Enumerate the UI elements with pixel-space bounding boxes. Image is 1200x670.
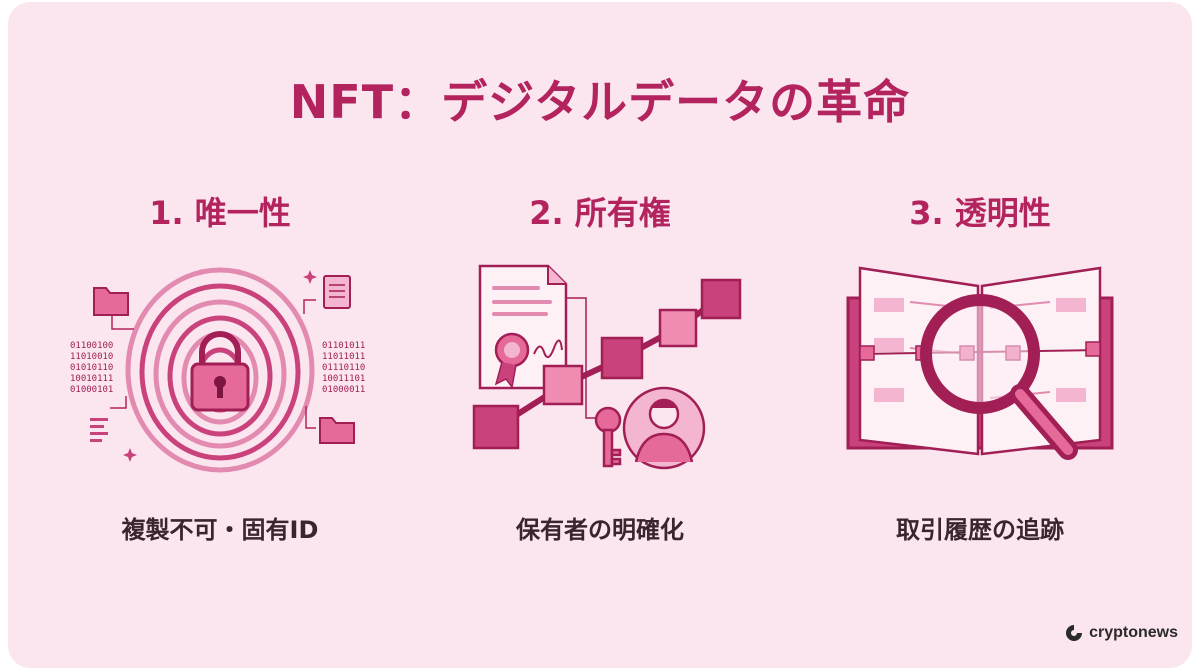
column-caption: 取引履歴の追跡 [896, 516, 1064, 544]
column-caption: 複製不可・固有ID [121, 516, 319, 544]
column-heading: 2. 所有権 [529, 194, 671, 232]
binary-right-1: 01101011 [322, 341, 365, 351]
binary-right-4: 10011101 [322, 374, 365, 384]
binary-right-3: 01110110 [322, 363, 365, 373]
column-caption: 保有者の明確化 [516, 516, 684, 544]
page-title: NFT：デジタルデータの革命 [289, 75, 911, 129]
fingerprint-lock-icon: 01100100 11010010 01010110 10010111 0100… [70, 267, 365, 473]
binary-left-3: 01010110 [70, 363, 113, 373]
binary-right-2: 11011011 [322, 352, 365, 362]
binary-left-1: 01100100 [70, 341, 113, 351]
cryptonews-logo-icon [1066, 625, 1083, 641]
certificate-blockchain-owner-icon [472, 264, 742, 470]
ledger-magnifier-icon [846, 266, 1114, 460]
brand-logo: cryptonews [1065, 624, 1178, 642]
column-ownership: 2. 所有権 [400, 0, 800, 670]
binary-left-2: 11010010 [70, 352, 113, 362]
column-heading: 3. 透明性 [909, 194, 1051, 232]
column-transparency: 3. 透明性 取引履歴の追跡 [780, 0, 1180, 670]
brand-name: cryptonews [1089, 624, 1178, 641]
binary-left-4: 10010111 [70, 374, 113, 384]
binary-left-5: 01000101 [70, 385, 113, 395]
column-heading: 1. 唯一性 [149, 194, 291, 232]
binary-right-5: 01000011 [322, 385, 365, 395]
column-uniqueness: 1. 唯一性 [20, 0, 420, 670]
